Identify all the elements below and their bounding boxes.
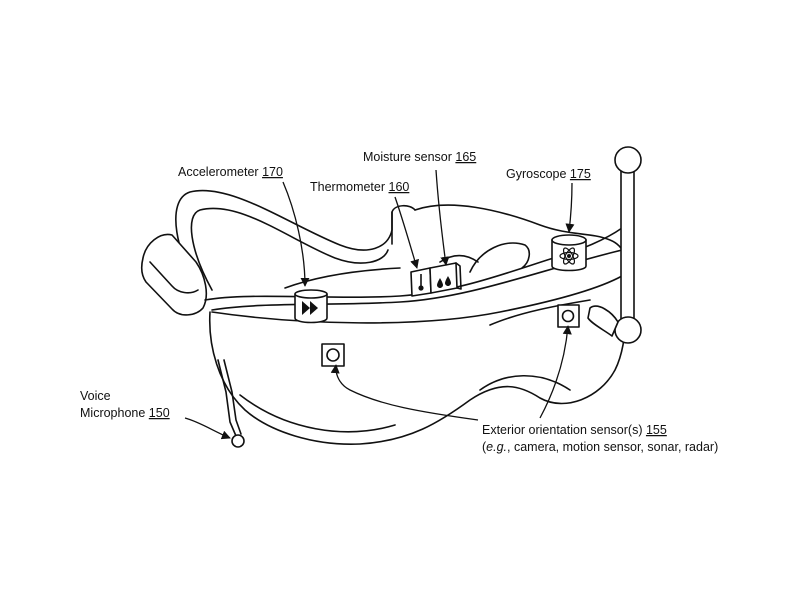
exterior-sensor-left [321, 343, 345, 367]
fast-forward-icon [302, 301, 318, 315]
camera-lens-icon [326, 348, 340, 362]
side-pad [140, 233, 208, 316]
label-thermometer: Thermometer 160 [310, 180, 409, 194]
label-gyroscope: Gyroscope 175 [506, 167, 591, 181]
atom-icon [559, 247, 579, 265]
microphone-tip [231, 434, 245, 448]
leader-lines [184, 169, 575, 440]
label-accelerometer: Accelerometer 170 [178, 165, 283, 179]
label-voice-microphone: Voice Microphone 150 [80, 389, 170, 420]
thermometer-sensor [410, 267, 432, 297]
label-moisture-sensor: Moisture sensor 165 [363, 150, 476, 164]
head-strap [175, 189, 627, 301]
camera-lens-icon [561, 309, 575, 323]
exterior-sensor-right [557, 304, 580, 328]
droplet-icon [437, 276, 451, 288]
accelerometer-sensor [294, 289, 328, 324]
gyroscope-sensor [551, 234, 587, 272]
thermometer-icon [418, 274, 424, 291]
antenna-arm [587, 146, 642, 344]
microphone-boom [217, 359, 245, 448]
label-exterior-orientation-sensors: Exterior orientation sensor(s) 155 (e.g.… [482, 423, 718, 454]
moisture-sensor [429, 262, 462, 294]
